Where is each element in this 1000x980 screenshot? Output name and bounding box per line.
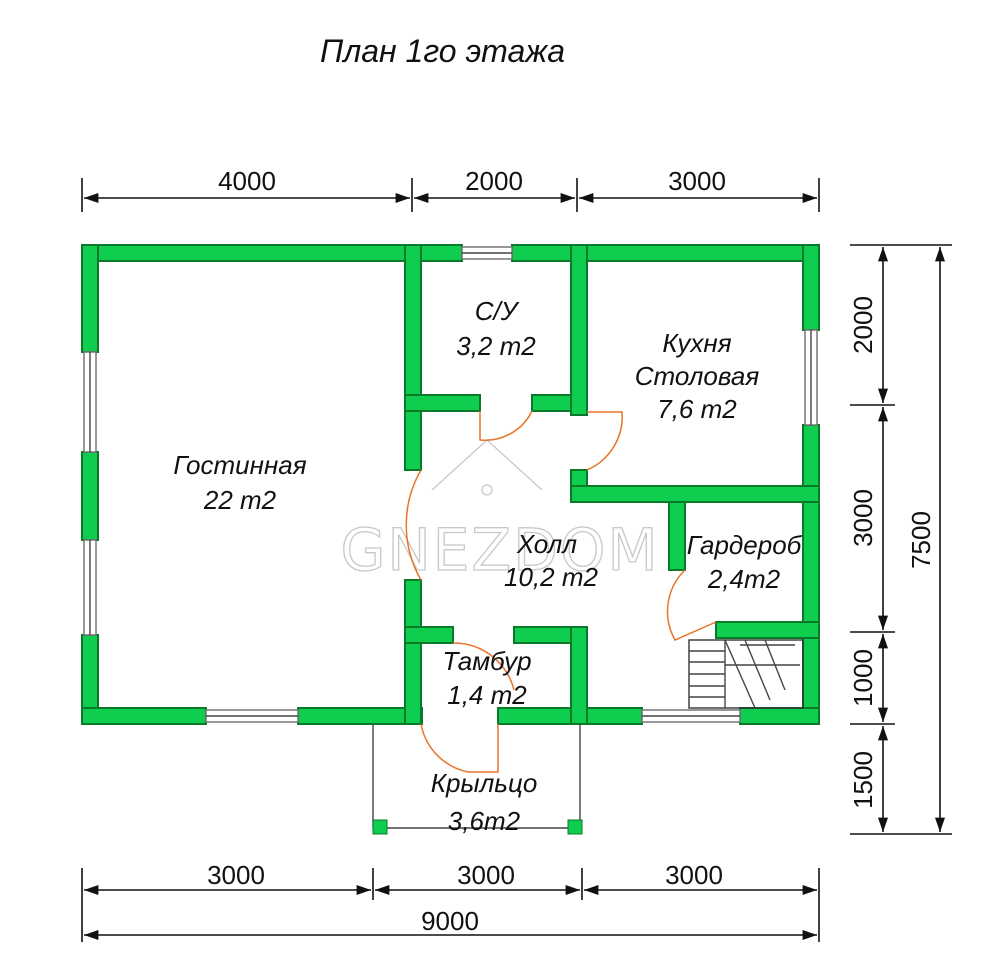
dim-bottom-total: 9000 xyxy=(421,906,479,936)
dim-right-1: 2000 xyxy=(848,296,878,354)
dim-top-3: 3000 xyxy=(668,166,726,196)
dim-bottom-1: 3000 xyxy=(207,860,265,890)
room-wardrobe-area: 2,4m2 xyxy=(707,564,781,594)
dim-right-total: 7500 xyxy=(906,511,936,569)
doors xyxy=(405,410,717,773)
right-dimensions: 2000 3000 1000 1500 7500 xyxy=(848,244,952,835)
watermark-text: GNEZDOM xyxy=(340,516,659,584)
dim-top-1: 4000 xyxy=(218,166,276,196)
stairs xyxy=(688,639,804,709)
dim-right-3: 1000 xyxy=(848,649,878,707)
watermark: GNEZDOM xyxy=(340,439,659,585)
walls xyxy=(81,244,820,725)
room-kitchen-name-2: Столовая xyxy=(635,361,760,391)
dim-bottom-3: 3000 xyxy=(665,860,723,890)
dim-right-2: 3000 xyxy=(848,489,878,547)
room-hall-area: 10,2 m2 xyxy=(504,562,598,592)
bottom-dimensions: 3000 3000 3000 9000 xyxy=(81,860,820,942)
room-su-area: 3,2 m2 xyxy=(456,331,536,361)
room-labels: С/У 3,2 m2 Кухня Столовая 7,6 m2 Гостинн… xyxy=(173,296,802,836)
plan-title: План 1го этажа xyxy=(320,33,565,69)
room-kitchen-name: Кухня xyxy=(662,328,731,358)
room-porch-name: Крыльцо xyxy=(431,768,538,798)
room-vestibule-area: 1,4 m2 xyxy=(447,680,527,710)
room-hall-name: Холл xyxy=(516,529,577,559)
room-porch-area: 3,6m2 xyxy=(448,806,521,836)
room-vestibule-name: Тамбур xyxy=(442,646,531,676)
room-living-area: 22 m2 xyxy=(203,485,277,515)
room-kitchen-area: 7,6 m2 xyxy=(657,394,737,424)
dim-top-2: 2000 xyxy=(465,166,523,196)
room-wardrobe-name: Гардероб xyxy=(687,530,803,560)
room-living-name: Гостинная xyxy=(173,450,306,480)
porch xyxy=(372,724,583,835)
dim-bottom-2: 3000 xyxy=(457,860,515,890)
windows xyxy=(83,246,818,723)
dim-right-4: 1500 xyxy=(848,751,878,809)
top-dimensions: 4000 2000 3000 xyxy=(81,166,820,212)
room-su-name: С/У xyxy=(475,296,520,326)
